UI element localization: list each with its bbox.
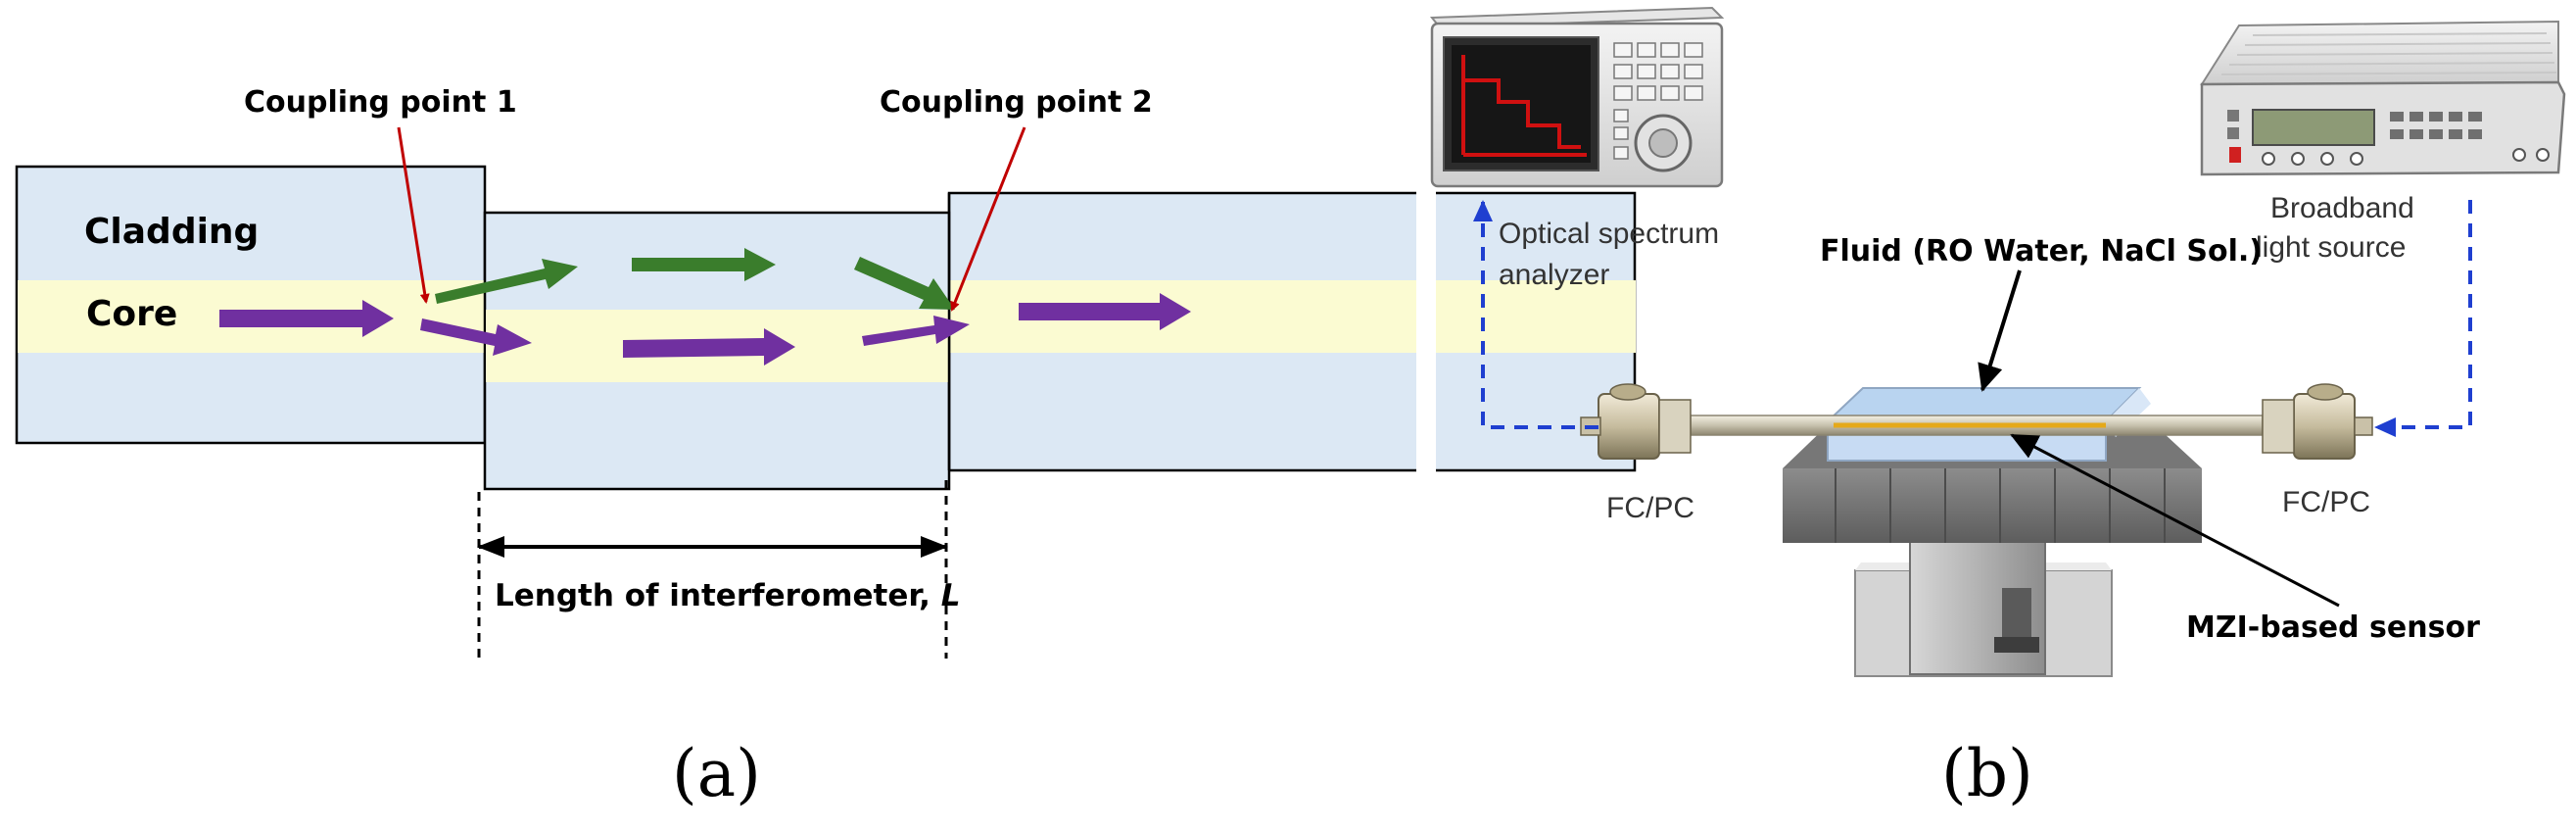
core-arrow-2 (420, 318, 532, 356)
cladding-arrow-1 (435, 259, 578, 304)
sensor-mount (1783, 387, 2202, 677)
connector-left-label: FC/PC (1606, 492, 1694, 524)
core-arrow-4 (862, 316, 970, 346)
connector-right-label: FC/PC (2282, 486, 2370, 518)
fluid-pointer (1978, 269, 2022, 392)
broadband-light-source (2200, 20, 2566, 176)
fiber-rod (1690, 415, 2264, 436)
left-fc-pc-connector (1580, 383, 1692, 460)
cladding-arrow-2 (632, 248, 776, 281)
length-label-text: Length of interferometer, (495, 578, 941, 613)
cladding-arrow-3 (854, 257, 955, 310)
coupling-point-1-label: Coupling point 1 (244, 85, 517, 120)
interferometer-length-label: Length of interferometer, L (495, 578, 960, 613)
fluid-label: Fluid (RO Water, NaCl Sol.) (1820, 234, 2263, 269)
core-light-arrows (219, 293, 1191, 366)
osa-label-line1: Optical spectrum (1499, 218, 1719, 250)
panel-a: Cladding Core Coupling point 1 Coupling … (15, 85, 1637, 811)
fiber-segment-1 (15, 165, 487, 445)
power-switch (2229, 147, 2241, 163)
core-arrow-1 (219, 300, 394, 337)
coupling-point-2-marker: Coupling point 2 (880, 85, 1153, 312)
coupling-point-2-label: Coupling point 2 (880, 85, 1153, 120)
panel-a-label: (a) (672, 736, 761, 811)
core-label: Core (86, 294, 177, 334)
path-to-analyzer (1473, 200, 1598, 429)
core-arrow-5 (1019, 293, 1191, 330)
right-fc-pc-connector (2262, 383, 2373, 460)
panel-b: Optical spectrum analyzer (1429, 6, 2566, 811)
sensor-label: MZI-based sensor (2186, 611, 2480, 645)
core-arrow-3 (623, 328, 795, 366)
optical-spectrum-analyzer (1429, 6, 1725, 188)
length-symbol: L (941, 578, 961, 613)
osa-label-line2: analyzer (1499, 259, 1609, 291)
path-from-source (2374, 200, 2472, 437)
cladding-label: Cladding (84, 212, 259, 252)
sensor-pointer (2010, 433, 2340, 608)
interferometer-length-dimension: Length of interferometer, L (477, 480, 960, 659)
cladding-light-arrows (435, 248, 955, 310)
analyzer-keypad (1613, 42, 1703, 101)
fiber-segment-3 (947, 191, 1637, 475)
source-label-line1: Broadband (2270, 192, 2414, 224)
panel-b-label: (b) (1941, 736, 2033, 811)
source-label-line2: light source (2256, 231, 2406, 264)
spectrum-trace (1461, 55, 1587, 157)
optical-path (1473, 200, 2472, 437)
coupling-point-1-marker: Coupling point 1 (244, 85, 517, 304)
